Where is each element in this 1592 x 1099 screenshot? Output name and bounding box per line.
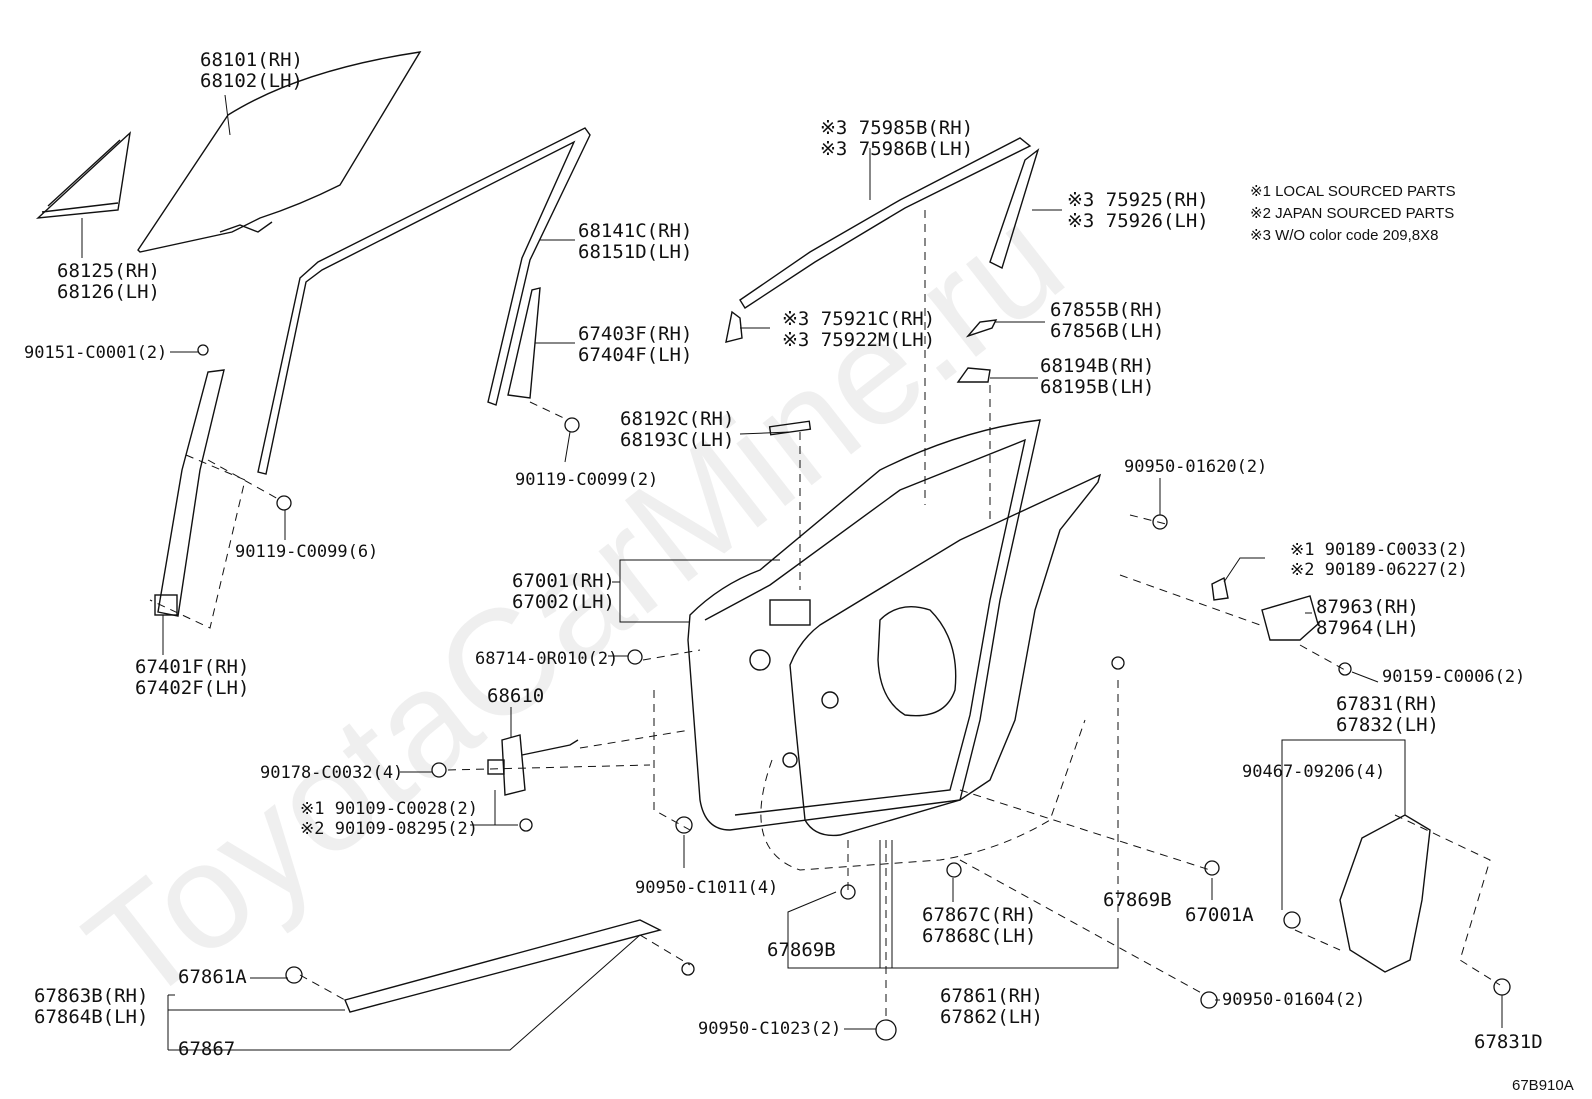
label-90151: 90151-C0001(2) [24, 343, 167, 363]
cushion-68192[interactable] [768, 420, 812, 436]
label-68101: 68101(RH) [200, 49, 303, 71]
label-67002: 67002(LH) [512, 591, 615, 613]
label-68714: 68714-0R010(2) [475, 649, 618, 669]
label-90159: 90159-C0006(2) [1382, 667, 1525, 687]
label-67403: 67403F(RH) [578, 323, 692, 345]
label-90109-1: ※1 90109-C0028(2) [300, 799, 478, 819]
small-bracket-67855[interactable] [965, 319, 998, 338]
label-67867c: 67867C(RH) [922, 904, 1036, 926]
label-90467: 90467-09206(4) [1242, 762, 1385, 782]
label-68126: 68126(LH) [57, 281, 160, 303]
pillar-garnish[interactable] [989, 148, 1040, 269]
label-90950-01604: 90950-01604(2) [1222, 990, 1365, 1010]
quarter-glass[interactable] [35, 131, 132, 219]
label-67861a: 67861A [178, 966, 247, 988]
front-channel[interactable] [157, 369, 225, 617]
belt-moulding[interactable] [739, 137, 1032, 309]
label-90950-c1023: 90950-C1023(2) [698, 1019, 841, 1039]
label-67862: 67862(LH) [940, 1006, 1043, 1028]
label-67401: 67401F(RH) [135, 656, 249, 678]
label-87964: 87964(LH) [1316, 617, 1419, 639]
service-hole-cover[interactable] [1339, 814, 1431, 973]
label-67831d: 67831D [1474, 1031, 1543, 1053]
diagram-code: 67B910A [1512, 1077, 1574, 1094]
label-75925: ※3 75925(RH) [1067, 189, 1209, 211]
corner-garnish[interactable] [725, 310, 743, 343]
label-68194: 68194B(RH) [1040, 355, 1154, 377]
note-2: ※2 JAPAN SOURCED PARTS [1250, 205, 1454, 222]
label-90950-01620: 90950-01620(2) [1124, 457, 1267, 477]
stopper-68194[interactable] [956, 367, 991, 383]
label-90119-2: 90119-C0099(2) [515, 470, 658, 490]
label-75986: ※3 75986B(LH) [820, 138, 973, 160]
label-90178: 90178-C0032(4) [260, 763, 403, 783]
dashed-guides [149, 210, 1501, 1020]
label-67831: 67831(RH) [1336, 693, 1439, 715]
glass-run[interactable] [257, 127, 591, 475]
label-67856: 67856B(LH) [1050, 320, 1164, 342]
glass-clip [219, 221, 273, 233]
label-67863: 67863B(RH) [34, 985, 148, 1007]
leader-lines [81, 94, 1503, 1051]
label-90950-c1011: 90950-C1011(4) [635, 878, 778, 898]
label-90119-6: 90119-C0099(6) [235, 542, 378, 562]
label-68192: 68192C(RH) [620, 408, 734, 430]
label-68141: 68141C(RH) [578, 220, 692, 242]
hinge-cover[interactable] [1261, 595, 1319, 641]
note-3: ※3 W/O color code 209,8X8 [1250, 227, 1439, 244]
label-68151: 68151D(LH) [578, 241, 692, 263]
label-75922: ※3 75922M(LH) [782, 329, 935, 351]
label-90189-2: ※2 90189-06227(2) [1290, 560, 1468, 580]
label-68610: 68610 [487, 685, 544, 707]
fasteners [197, 344, 1511, 1041]
label-75926: ※3 75926(LH) [1067, 210, 1209, 232]
label-90109-2: ※2 90109-08295(2) [300, 819, 478, 839]
label-67001: 67001(RH) [512, 570, 615, 592]
label-90189-1: ※1 90189-C0033(2) [1290, 540, 1468, 560]
label-67855: 67855B(RH) [1050, 299, 1164, 321]
label-68102: 68102(LH) [200, 70, 303, 92]
label-67832: 67832(LH) [1336, 714, 1439, 736]
label-67868c: 67868C(LH) [922, 925, 1036, 947]
label-67869b-left: 67869B [767, 939, 836, 961]
note-1: ※1 LOCAL SOURCED PARTS [1250, 183, 1456, 200]
label-67864: 67864B(LH) [34, 1006, 148, 1028]
label-67869b-right: 67869B [1103, 889, 1172, 911]
door-check[interactable] [501, 734, 526, 796]
label-87963: 87963(RH) [1316, 596, 1419, 618]
label-75985: ※3 75985B(RH) [820, 117, 973, 139]
label-75921: ※3 75921C(RH) [782, 308, 935, 330]
label-67867: 67867 [178, 1038, 235, 1060]
label-67402: 67402F(LH) [135, 677, 249, 699]
clip-90189[interactable] [1211, 576, 1229, 601]
label-67404: 67404F(LH) [578, 344, 692, 366]
label-68195: 68195B(LH) [1040, 376, 1154, 398]
label-67001a: 67001A [1185, 904, 1254, 926]
label-68125: 68125(RH) [57, 260, 160, 282]
door-panel[interactable] [687, 419, 1041, 831]
scuff-plate[interactable] [344, 919, 662, 1013]
callout-labels: 68101(RH) 68102(LH) 68125(RH) 68126(LH) … [24, 49, 1574, 1094]
door-glass[interactable] [137, 51, 422, 253]
division-bar[interactable] [507, 287, 541, 399]
label-67861: 67861(RH) [940, 985, 1043, 1007]
door-weatherstrip[interactable] [789, 473, 1102, 837]
label-68193: 68193C(LH) [620, 429, 734, 451]
